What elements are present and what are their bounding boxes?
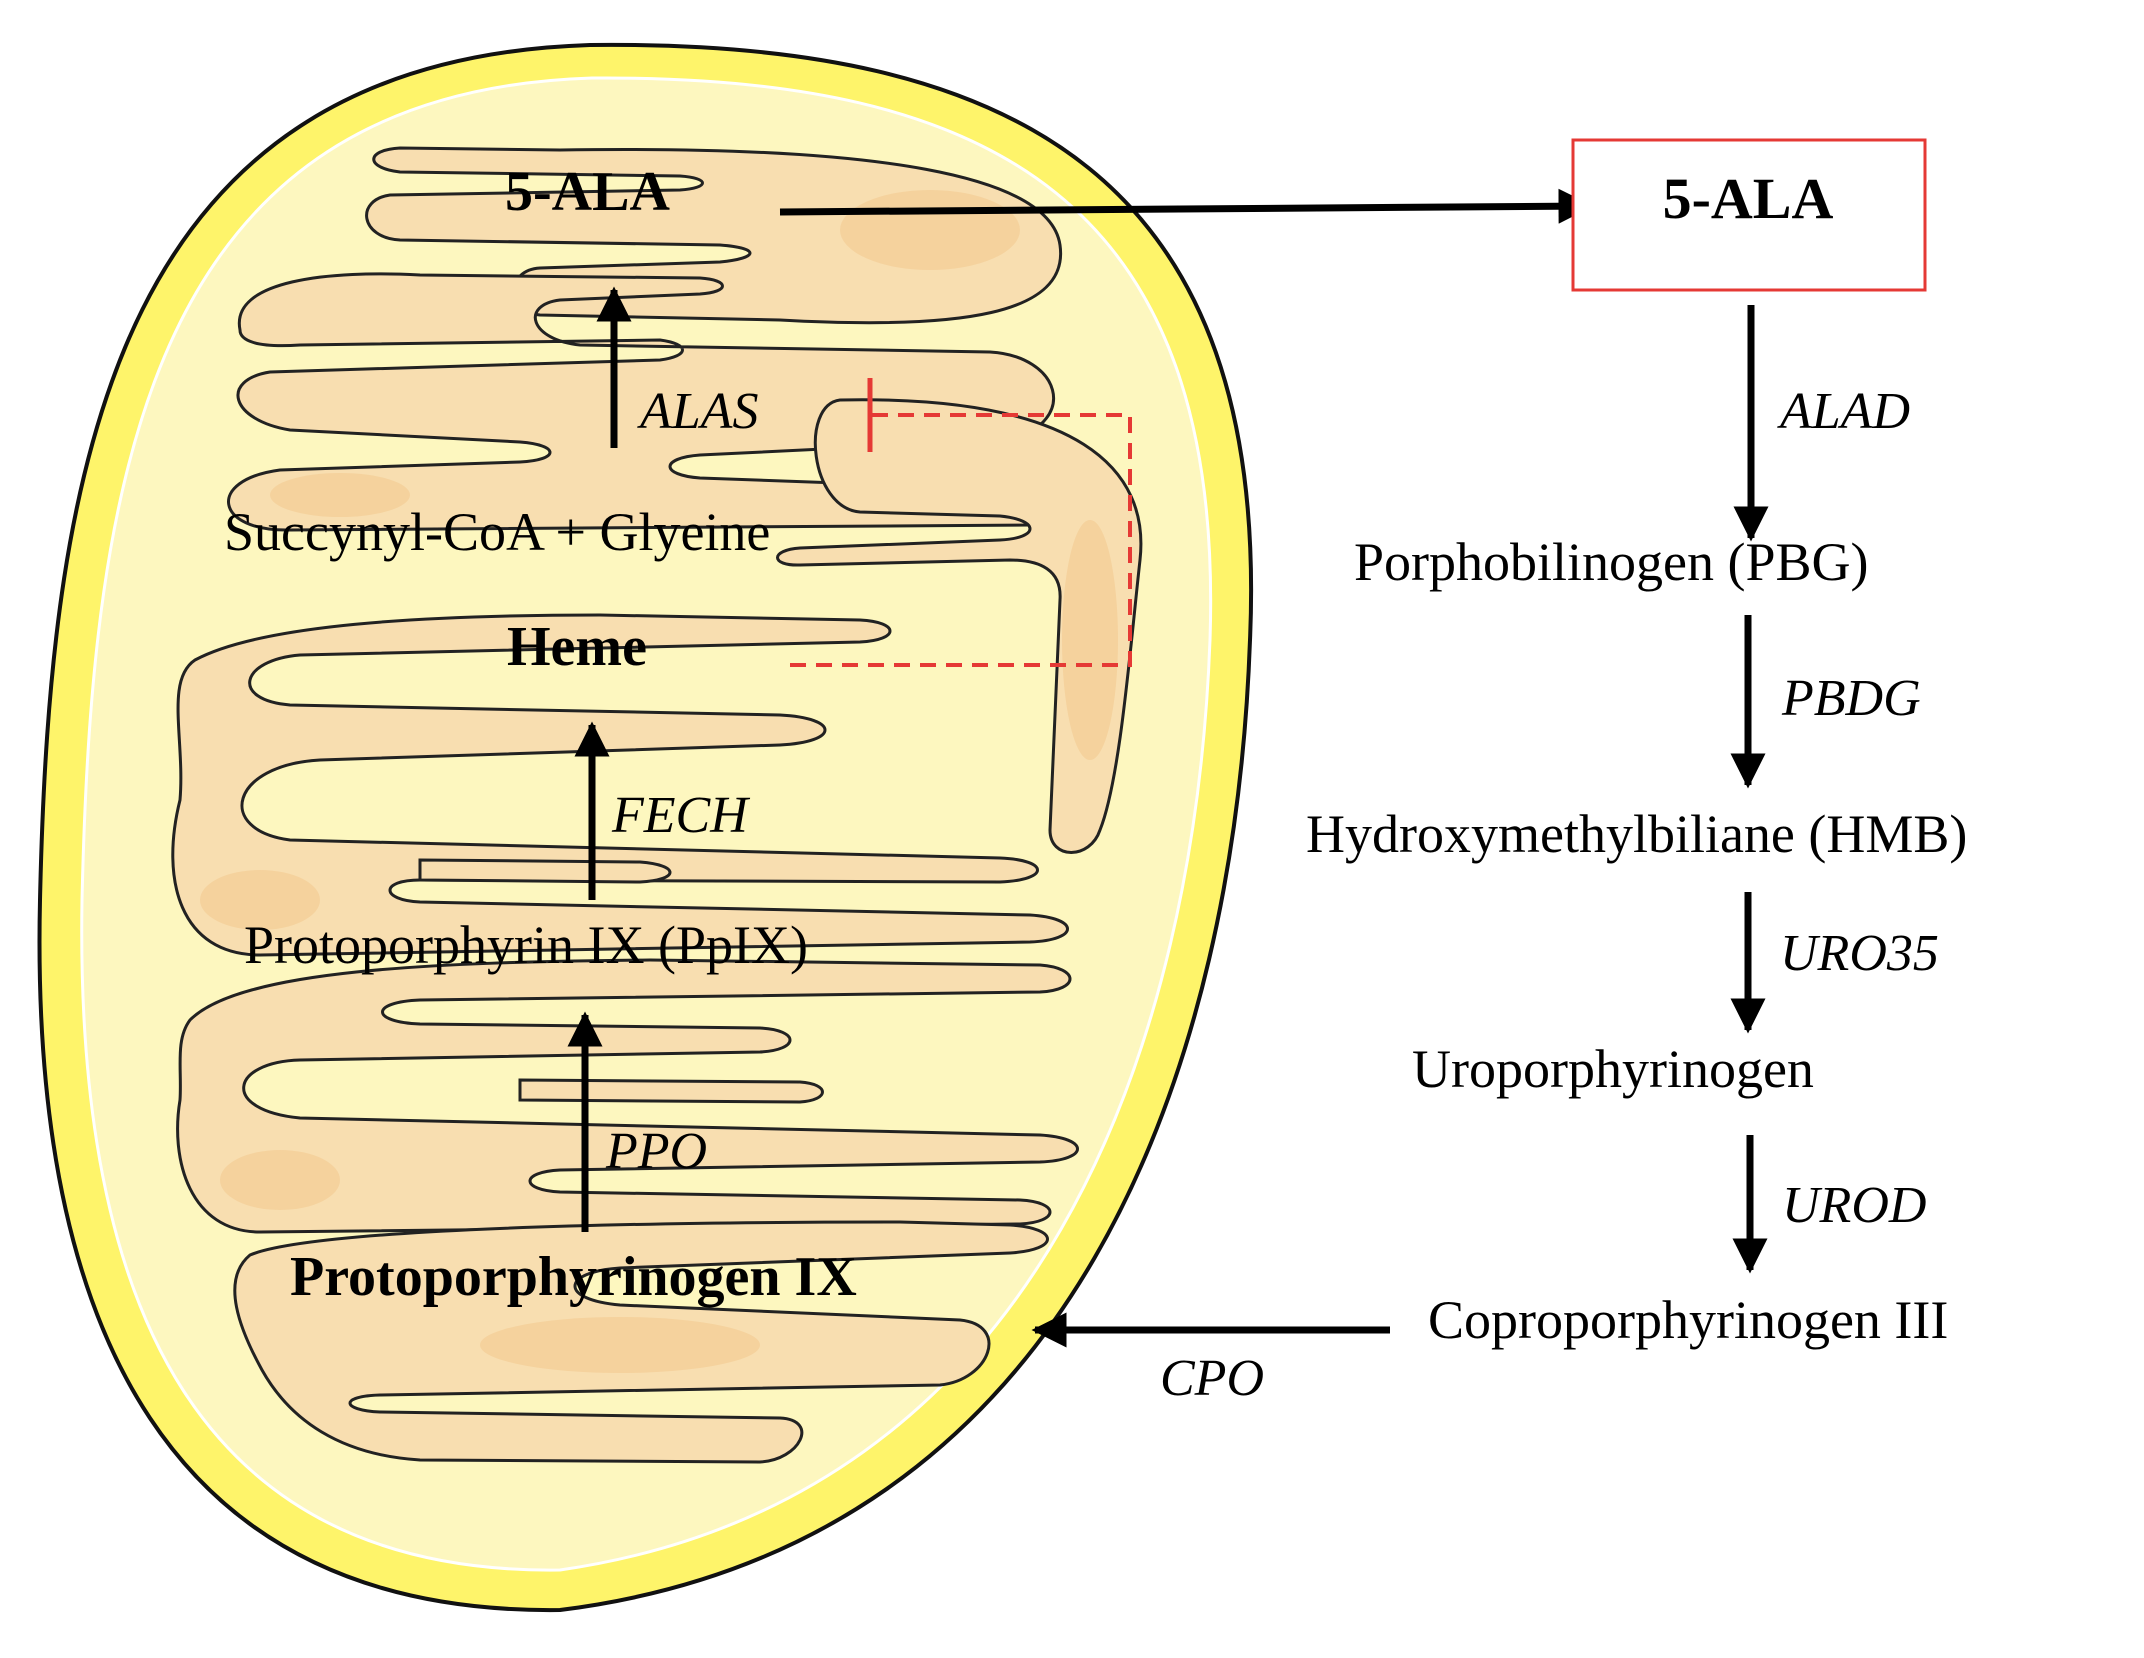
pbg-label: Porphobilinogen (PBG) — [1354, 532, 1869, 592]
fech-enzyme-label: FECH — [611, 787, 750, 844]
crista — [171, 613, 1069, 957]
uroporphyrinogen-label: Uroporphyrinogen — [1412, 1039, 1814, 1099]
export-arrow — [779, 188, 1594, 224]
crista — [776, 398, 1143, 854]
hmb-label: Hydroxymethylbiliane (HMB) — [1306, 804, 1967, 864]
shade — [480, 1317, 760, 1373]
cpo-enzyme-label: CPO — [1160, 1350, 1264, 1407]
ppo-enzyme-label: PPO — [605, 1123, 707, 1180]
shade — [840, 190, 1020, 270]
crista — [418, 858, 672, 884]
urod-enzyme-label: UROD — [1782, 1177, 1926, 1234]
protoporphyrinogen-label: Protoporphyrinogen IX — [290, 1246, 857, 1308]
shade — [200, 870, 320, 930]
ppix-label: Protoporphyrin IX (PpIX) — [244, 915, 808, 975]
crista — [176, 958, 1079, 1234]
uro35-enzyme-label: URO35 — [1780, 925, 1939, 982]
crista-shading — [200, 190, 1118, 1373]
shade — [270, 473, 410, 517]
cytosol-5ala-label: 5-ALA — [1663, 166, 1834, 231]
heme-label: Heme — [507, 616, 647, 678]
substrates-label: Succynyl-CoA + Glyeine — [224, 502, 770, 562]
cytosol-5ala-box — [1571, 138, 1927, 292]
shade — [220, 1150, 340, 1210]
shade — [1062, 520, 1118, 760]
alas-enzyme-label: ALAS — [637, 383, 758, 440]
pbdg-enzyme-label: PBDG — [1781, 670, 1921, 727]
heme-inhibition-line — [790, 413, 1132, 667]
coproporphyrinogen-label: Coproporphyrinogen III — [1428, 1290, 1948, 1350]
alad-enzyme-label: ALAD — [1777, 383, 1910, 440]
mito-5ala-label: 5-ALA — [505, 161, 670, 223]
crista — [518, 1078, 824, 1104]
